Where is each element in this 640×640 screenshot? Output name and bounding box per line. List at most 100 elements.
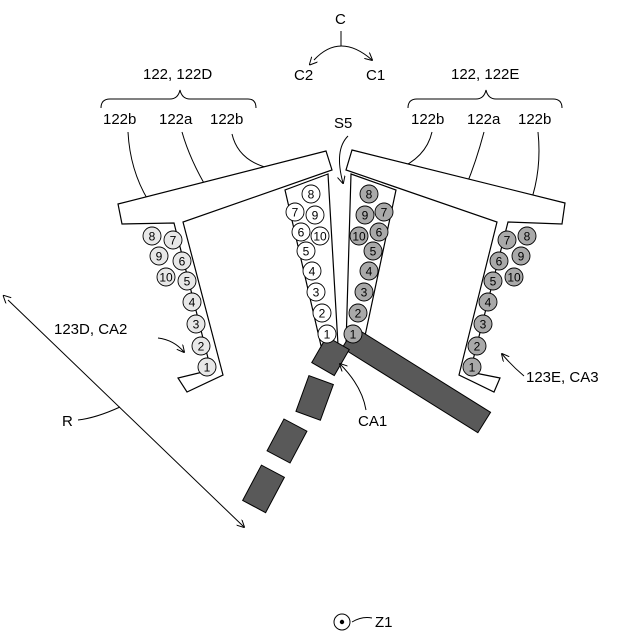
conductor-bar-seg-3 [267,419,307,463]
label-c: C [335,11,346,28]
coil-centerR-6: 6 [370,223,388,241]
coil-number: 8 [308,188,315,202]
coil-right-3: 3 [474,315,492,333]
coil-centerR-9: 9 [356,206,374,224]
coil-centerL-2: 2 [313,304,331,322]
leader-z1 [352,618,372,623]
coil-centerR-3: 3 [355,283,373,301]
coil-number: 5 [370,245,377,259]
coil-centerR-2: 2 [349,304,367,322]
leader-r [78,407,120,420]
label-right-122b-b: 122b [518,111,551,128]
coil-centerL-5: 5 [297,242,315,260]
coil-left-8: 8 [143,227,161,245]
coil-number: 5 [303,245,310,259]
leader-left-122b-b [232,134,268,168]
label-right-122a: 122a [467,111,501,128]
label-right-tooth: 122, 122E [451,66,519,83]
coil-number: 8 [366,188,373,202]
coil-left-3: 3 [187,315,205,333]
coil-centerL-6: 6 [292,223,310,241]
coil-right-10: 10 [505,268,523,286]
coil-right-9: 9 [512,247,530,265]
leader-left-122b-a [128,132,148,200]
coil-left-1: 1 [198,358,216,376]
label-ca1: CA1 [358,413,387,430]
s5-arrow [339,136,348,183]
conductor-bar-seg-4 [243,465,285,513]
coil-number: 8 [524,230,531,244]
coil-number: 10 [507,271,521,285]
label-left-122b-a: 122b [103,111,136,128]
coil-number: 3 [480,318,487,332]
coil-number: 9 [312,209,319,223]
label-s5: S5 [334,115,352,132]
coil-number: 2 [319,307,326,321]
coil-left-2: 2 [192,337,210,355]
coil-centerR-1: 1 [344,325,362,343]
coil-left-9: 9 [150,247,168,265]
coil-number: 10 [352,230,366,244]
coil-number: 7 [292,206,299,220]
coil-number: 10 [159,271,173,285]
coil-centerR-7: 7 [375,203,393,221]
coil-number: 5 [490,275,497,289]
label-right-slot: 123E, CA3 [526,369,599,386]
coil-number: 4 [189,296,196,310]
right-brace [408,90,562,108]
coil-number: 8 [149,230,156,244]
label-z1: Z1 [375,614,393,631]
label-left-tooth: 122, 122D [143,66,212,83]
leader-left-slot [158,338,184,352]
leader-right-122b-b [530,132,539,204]
coil-centerL-3: 3 [307,283,325,301]
label-left-122a: 122a [159,111,193,128]
conductor-bar-seg-2 [296,376,333,421]
label-r: R [62,413,73,430]
coil-number: 4 [366,265,373,279]
coil-right-2: 2 [468,337,486,355]
coil-number: 9 [362,209,369,223]
coil-centerL-8: 8 [302,185,320,203]
coil-left-6: 6 [173,252,191,270]
coil-number: 7 [170,234,177,248]
coil-right-8: 8 [518,227,536,245]
coil-left-5: 5 [178,272,196,290]
coil-number: 9 [518,250,525,264]
coil-left-4: 4 [183,293,201,311]
label-left-122b-b: 122b [210,111,243,128]
rotation-arc [314,46,372,60]
coil-number: 9 [156,250,163,264]
coil-number: 4 [485,296,492,310]
coil-number: 6 [298,226,305,240]
coil-centerL-7: 7 [286,203,304,221]
coil-centerL-9: 9 [306,206,324,224]
coil-left-7: 7 [164,231,182,249]
coil-number: 6 [179,255,186,269]
coil-number: 10 [313,230,327,244]
coil-number: 1 [324,328,331,342]
coil-number: 3 [193,318,200,332]
coil-number: 1 [350,328,357,342]
coil-number: 6 [376,226,383,240]
label-c2: C2 [294,67,313,84]
leader-ca1 [340,364,366,410]
coil-centerL-4: 4 [303,262,321,280]
coil-centerR-4: 4 [360,262,378,280]
coil-number: 2 [198,340,205,354]
label-c1: C1 [366,67,385,84]
coil-centerR-10: 10 [350,227,368,245]
leader-left-122a [182,132,208,190]
coil-right-7: 7 [498,231,516,249]
leader-right-slot [502,354,524,376]
label-left-slot: 123D, CA2 [54,321,127,338]
coil-centerL-10: 10 [311,227,329,245]
coil-number: 1 [204,361,211,375]
leader-right-122a [466,132,484,186]
label-right-122b-a: 122b [411,111,444,128]
z1-axis-dot [340,620,344,624]
coil-number: 2 [355,307,362,321]
coil-number: 1 [469,361,476,375]
coil-number: 4 [309,265,316,279]
